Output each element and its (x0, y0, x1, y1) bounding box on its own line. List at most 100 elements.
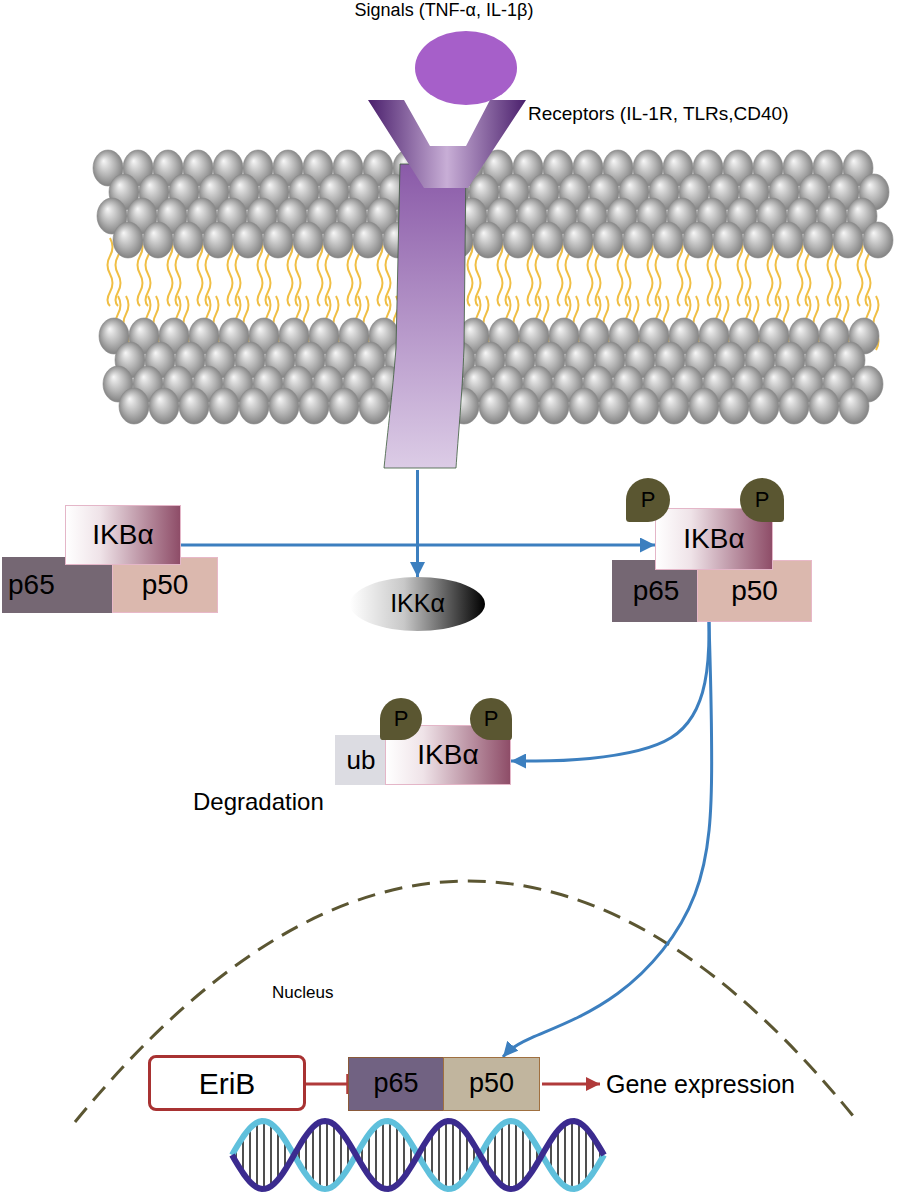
lipid-head (323, 222, 353, 258)
base-pair (445, 1121, 447, 1188)
outcome-label: Gene expression (606, 1071, 795, 1099)
base-pair (263, 1121, 265, 1189)
base-pair (494, 1132, 496, 1179)
lipid-head (773, 222, 803, 258)
lipid-head (119, 388, 149, 424)
lipid-head (653, 222, 683, 258)
ikba-protein: IKBα (65, 505, 181, 565)
base-pair (340, 1132, 342, 1179)
lipid-head (473, 222, 503, 258)
p50-subunit: p50 (112, 557, 218, 613)
lipid-head (593, 222, 623, 258)
lipid-head (149, 388, 179, 424)
lipid-head (629, 388, 659, 424)
activation-arrow (416, 470, 419, 577)
lipid-head (179, 388, 209, 424)
process-label: Degradation (193, 789, 324, 815)
ikk-kinase: IKKα (350, 577, 485, 631)
base-pair (431, 1133, 433, 1177)
lipid-head (689, 388, 719, 424)
lipid-head (533, 222, 563, 258)
p50-subunit: p50 (443, 1057, 540, 1111)
base-pair (312, 1127, 314, 1183)
node-label: EriB (199, 1067, 256, 1100)
base-pair (438, 1125, 440, 1184)
lipid-head (569, 388, 599, 424)
lipid-head (299, 388, 329, 424)
lipid-head (263, 222, 293, 258)
base-pair (466, 1134, 468, 1176)
base-pair (375, 1126, 377, 1184)
lipid-head (353, 222, 383, 258)
base-pair (270, 1124, 272, 1186)
node-label: IKKα (390, 590, 445, 618)
lipid-head (509, 388, 539, 424)
node-label: p65 (8, 570, 55, 601)
base-pair (452, 1122, 454, 1189)
lipid-head (719, 388, 749, 424)
lipid-head (113, 222, 143, 258)
lipid-head (233, 222, 263, 258)
lipid-head (143, 222, 173, 258)
node-label: P (484, 707, 499, 731)
lipid-bilayer (93, 150, 893, 424)
base-pair (382, 1122, 384, 1189)
nuclear-envelope (75, 881, 858, 1122)
dna-strand (232, 1121, 604, 1189)
expression-arrow (542, 1083, 600, 1086)
node-label: p50 (142, 570, 189, 601)
lipid-head (269, 388, 299, 424)
base-pair (571, 1121, 573, 1189)
lipid-head (863, 222, 893, 258)
node-heading: Receptors (IL-1R, TLRs,CD40) (528, 104, 888, 125)
node-label: p50 (469, 1069, 514, 1099)
node-label: p65 (633, 576, 680, 607)
lipid-head (209, 388, 239, 424)
lipid-head (779, 388, 809, 424)
node-heading: Signals (TNF-α, IL-1β) (304, 1, 584, 21)
lipid-head (683, 222, 713, 258)
ubiquitin-tag: ub (335, 735, 387, 785)
lipid-head (839, 388, 869, 424)
lipid-head (659, 388, 689, 424)
lipid-head (239, 388, 269, 424)
base-pair (249, 1128, 251, 1182)
node-label: P (394, 707, 409, 731)
base-pair (256, 1123, 258, 1188)
node-label: IKBα (683, 524, 744, 555)
node-label: IKBα (92, 520, 153, 551)
lipid-head (599, 388, 629, 424)
phosphate-group: P (626, 478, 670, 522)
base-pair (557, 1130, 559, 1179)
node-label: P (755, 488, 770, 512)
node-label: p50 (731, 576, 778, 607)
phosphate-group: P (380, 698, 422, 740)
lipid-head (623, 222, 653, 258)
base-pair (522, 1127, 524, 1183)
node-label: P (641, 488, 656, 512)
node-label: ub (347, 746, 376, 775)
base-pair (585, 1128, 587, 1182)
pathway-arrow (511, 622, 709, 761)
inhibition-line (306, 1083, 348, 1086)
receptor-shape (366, 98, 528, 470)
compartment-label: Nucleus (272, 984, 333, 1003)
lipid-head (479, 388, 509, 424)
phosphate-group: P (470, 698, 512, 740)
base-pair (326, 1121, 328, 1189)
lipid-head (503, 222, 533, 258)
base-pair (333, 1124, 335, 1185)
base-pair (277, 1130, 279, 1179)
lipid-head (809, 388, 839, 424)
translocation-arrow (503, 622, 712, 1057)
node-label: p65 (373, 1069, 418, 1099)
lipid-head (173, 222, 203, 258)
base-pair (368, 1134, 370, 1176)
signal-ligand: Signals (TNF-α, IL-1β) (414, 30, 518, 106)
inhibitor-box: EriB (148, 1055, 306, 1111)
p65-subunit: p65 (2, 557, 112, 613)
base-pair (564, 1124, 566, 1186)
lipid-head (539, 388, 569, 424)
base-pair (403, 1133, 405, 1177)
lipid-head (833, 222, 863, 258)
